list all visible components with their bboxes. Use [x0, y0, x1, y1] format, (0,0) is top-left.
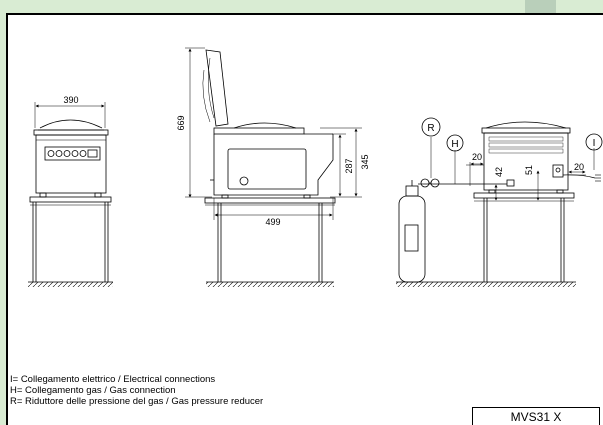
- side-view: [185, 47, 362, 282]
- dim-lid-open-height: 669: [176, 115, 186, 130]
- model-name: MVS31 X: [510, 410, 562, 424]
- legend-line-reducer: R= Riduttore delle pressione del gas / G…: [10, 396, 264, 407]
- frame-border-top: [6, 13, 603, 15]
- frame-corner-tab: [525, 0, 556, 14]
- title-block: MVS31 X: [472, 407, 600, 425]
- frame-left-band: [0, 13, 6, 425]
- back-floor-hatch: [396, 282, 576, 287]
- dim-front-width: 390: [63, 95, 78, 105]
- side-floor-hatch: [206, 282, 334, 287]
- callout-h: H: [451, 139, 458, 150]
- legend-line-gas: H= Collegamento gas / Gas connection: [10, 385, 176, 396]
- callout-i: I: [593, 138, 596, 149]
- dim-back-i-offset: 20: [574, 162, 584, 172]
- dim-side-height: 345: [360, 154, 370, 169]
- legend-line-electrical: I= Collegamento elettrico / Electrical c…: [10, 374, 216, 385]
- back-view: [398, 117, 603, 283]
- dim-side-depth: 499: [265, 217, 280, 227]
- dim-back-elec-height: 51: [524, 165, 534, 175]
- frame-border-left: [6, 13, 8, 425]
- dim-back-h-offset: 20: [472, 152, 482, 162]
- dim-back-gas-height: 42: [494, 167, 504, 177]
- front-view: [29, 102, 112, 282]
- frame-top-band: [0, 0, 603, 13]
- dim-side-inner-height: 287: [344, 158, 354, 173]
- legend: I= Collegamento elettrico / Electrical c…: [10, 374, 263, 407]
- front-floor-hatch: [28, 282, 113, 287]
- callout-r: R: [427, 123, 434, 134]
